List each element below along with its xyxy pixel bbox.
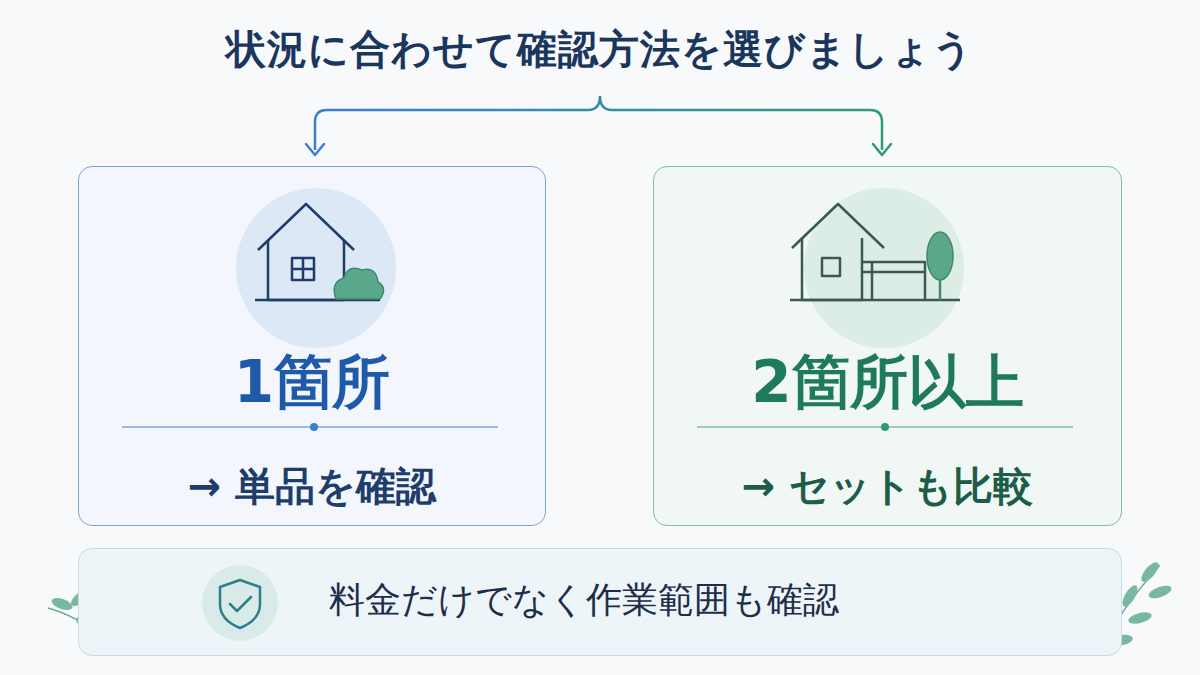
note-text: 料金だけでなく作業範囲も確認 (329, 579, 1089, 620)
separator-line (122, 426, 498, 428)
action-label: → 単品を確認 (79, 463, 545, 509)
note-band: 料金だけでなく作業範囲も確認 (78, 548, 1122, 656)
separator-line (697, 426, 1073, 428)
bracket-arrowhead (306, 144, 324, 155)
separator-dot (310, 423, 318, 431)
option-box: 2箇所以上 → セットも比較 (653, 166, 1122, 526)
diagram-title: 状況に合わせて確認方法を選びましょう (0, 22, 1200, 77)
count-label: 1箇所 (79, 349, 545, 416)
bush-icon (334, 268, 383, 299)
action-label: → セットも比較 (654, 463, 1121, 509)
house-icon (255, 204, 380, 300)
separator-dot (881, 423, 889, 431)
count-label: 2箇所以上 (654, 349, 1121, 416)
house-carport-icon (790, 204, 960, 300)
icon-circle (804, 188, 964, 348)
split-bracket (315, 96, 882, 150)
tree-icon (927, 232, 953, 300)
icon-circle (236, 188, 396, 348)
option-box: 1箇所 → 単品を確認 (78, 166, 546, 526)
bracket-arrowhead (873, 144, 891, 155)
icon-circle (202, 565, 278, 641)
shield-icon (220, 580, 260, 628)
